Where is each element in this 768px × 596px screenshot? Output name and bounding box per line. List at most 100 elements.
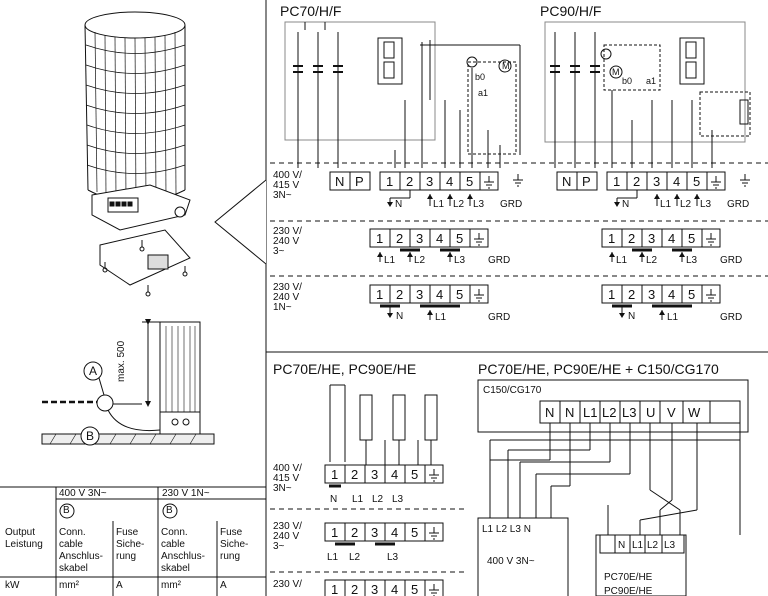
pc70-400-term-3: 3 — [426, 174, 433, 189]
conn-a: Conn. — [59, 527, 86, 538]
pc70e-400-l2: L2 — [372, 494, 384, 505]
pc90-230-1-term-2: 2 — [628, 287, 635, 302]
pc70-230-3-L1: L1 — [384, 255, 396, 266]
pc90-230-3-term-2: 2 — [628, 231, 635, 246]
svg-text:U: U — [646, 405, 655, 420]
pc70e-schematic — [329, 384, 438, 465]
pc70e-400-l3: L3 — [392, 494, 404, 505]
pc70-400-L1: L1 — [433, 199, 445, 210]
pc70-400-grd: GRD — [500, 199, 522, 210]
pc70-400-term-N: N — [335, 174, 344, 189]
c150-diagram — [477, 379, 749, 596]
unit-mm2-2: mm² — [161, 580, 181, 591]
pc70e-400-l1: L1 — [352, 494, 364, 505]
col-230-b: B — [166, 505, 173, 516]
svg-text:L3: L3 — [664, 540, 676, 551]
pc90-230-1-term-4: 4 — [668, 287, 675, 302]
pc70-230-3-L3: L3 — [454, 255, 466, 266]
supply-voltage: 400 V 3N~ — [487, 556, 535, 567]
pc90e-label: PC90E/HE — [604, 586, 653, 596]
conn-d: skabel — [59, 563, 88, 574]
svg-text:L1: L1 — [583, 405, 597, 420]
pc70-400-term-5: 5 — [466, 174, 473, 189]
pc70e-230b-term-5: 5 — [411, 582, 418, 596]
conn2-c: Anschlus- — [161, 551, 205, 562]
pc70-b0: b0 — [475, 72, 485, 82]
pc70-230-1-term-5: 5 — [456, 287, 463, 302]
pc70-230-3-term-1: 1 — [376, 231, 383, 246]
pc70e-230-term-4: 4 — [391, 525, 398, 540]
pc70e-400-term-1: 1 — [331, 467, 338, 482]
pc70e-230-term-2: 2 — [351, 525, 358, 540]
pc70e-230-l3: L3 — [387, 552, 399, 563]
label-a: A — [89, 364, 97, 378]
pc90-230-3-L2: L2 — [646, 255, 658, 266]
svg-text:L2: L2 — [647, 540, 659, 551]
pc70-m: M — [502, 61, 510, 71]
pc70-400-term-4: 4 — [446, 174, 453, 189]
pc70e-230b-term-1: 1 — [331, 582, 338, 596]
pc90-230-3-term-5: 5 — [688, 231, 695, 246]
pc90-230-3-grd: GRD — [720, 255, 742, 266]
pc70-230-3-term-4: 4 — [436, 231, 443, 246]
pc70-230-3-L2: L2 — [414, 255, 426, 266]
pc70e-400-term-2: 2 — [351, 467, 358, 482]
col-230: 230 V 1N~ — [162, 488, 210, 499]
supply-terminals: L1 L2 L3 N — [482, 524, 531, 535]
pc70-230-3-term-5: 5 — [456, 231, 463, 246]
fuse2-b: Siche- — [220, 539, 249, 550]
pc70-230-1-l1: L1 — [435, 312, 447, 323]
pc70-internal-schematic — [284, 21, 521, 168]
pc90-400-n: N — [622, 199, 629, 210]
pc70-400-term-1: 1 — [386, 174, 393, 189]
leistung-label: Leistung — [5, 539, 43, 550]
title-pc90-hf: PC90/H/F — [540, 3, 601, 19]
conn-b: cable — [59, 539, 83, 550]
pc90-230-1-term-3: 3 — [648, 287, 655, 302]
svg-text:L3: L3 — [622, 405, 636, 420]
fuse-b: Siche- — [116, 539, 145, 550]
pc90-230-1-grd: GRD — [720, 312, 742, 323]
pc70e-230b-term-4: 4 — [391, 582, 398, 596]
conn2-b: cable — [161, 539, 185, 550]
pc90-230-1-l1: L1 — [667, 312, 679, 323]
pc90-400-term-1: 1 — [613, 174, 620, 189]
unit-mm2: mm² — [59, 580, 79, 591]
fuse-c: rung — [116, 551, 137, 562]
svg-text:N: N — [618, 540, 625, 551]
pc70-230-1-term-1: 1 — [376, 287, 383, 302]
pc70-230-3-grd: GRD — [488, 255, 510, 266]
pc70e-230-term-3: 3 — [371, 525, 378, 540]
pc90-400-term-3: 3 — [653, 174, 660, 189]
pc90-230-3-term-3: 3 — [648, 231, 655, 246]
pc90-internal-schematic — [544, 21, 751, 168]
pc90-230-3-L1: L1 — [616, 255, 628, 266]
pc90-230-3-L3: L3 — [686, 255, 698, 266]
pc90-400-term-N: N — [562, 174, 571, 189]
dashed-separators — [270, 162, 768, 573]
title-pc70e-90e: PC70E/HE, PC90E/HE — [273, 361, 416, 377]
pc70-230-3-term-3: 3 — [416, 231, 423, 246]
pc90-400-L3: L3 — [700, 199, 712, 210]
pc90-400-L1: L1 — [660, 199, 672, 210]
pc70e-400-term-5: 5 — [411, 467, 418, 482]
pc70-230-3-term-2: 2 — [396, 231, 403, 246]
pc70-400-n: N — [395, 199, 402, 210]
pc70-230-1-term-3: 3 — [416, 287, 423, 302]
pc90-230-1-term-1: 1 — [608, 287, 615, 302]
pc90-b0: b0 — [622, 76, 632, 86]
pc70-400-L2: L2 — [453, 199, 465, 210]
output-label: Output — [5, 527, 36, 538]
pc90-400-term-5: 5 — [693, 174, 700, 189]
pc70-230-1-grd: GRD — [488, 312, 510, 323]
max500-label: max. 500 — [116, 340, 127, 382]
pc70-a1: a1 — [478, 88, 488, 98]
unit-a-2: A — [220, 580, 227, 591]
svg-text:W: W — [688, 405, 701, 420]
pc90-400-term-4: 4 — [673, 174, 680, 189]
title-pc70-hf: PC70/H/F — [280, 3, 341, 19]
conn2-a: Conn. — [161, 527, 188, 538]
conn-c: Anschlus- — [59, 551, 103, 562]
